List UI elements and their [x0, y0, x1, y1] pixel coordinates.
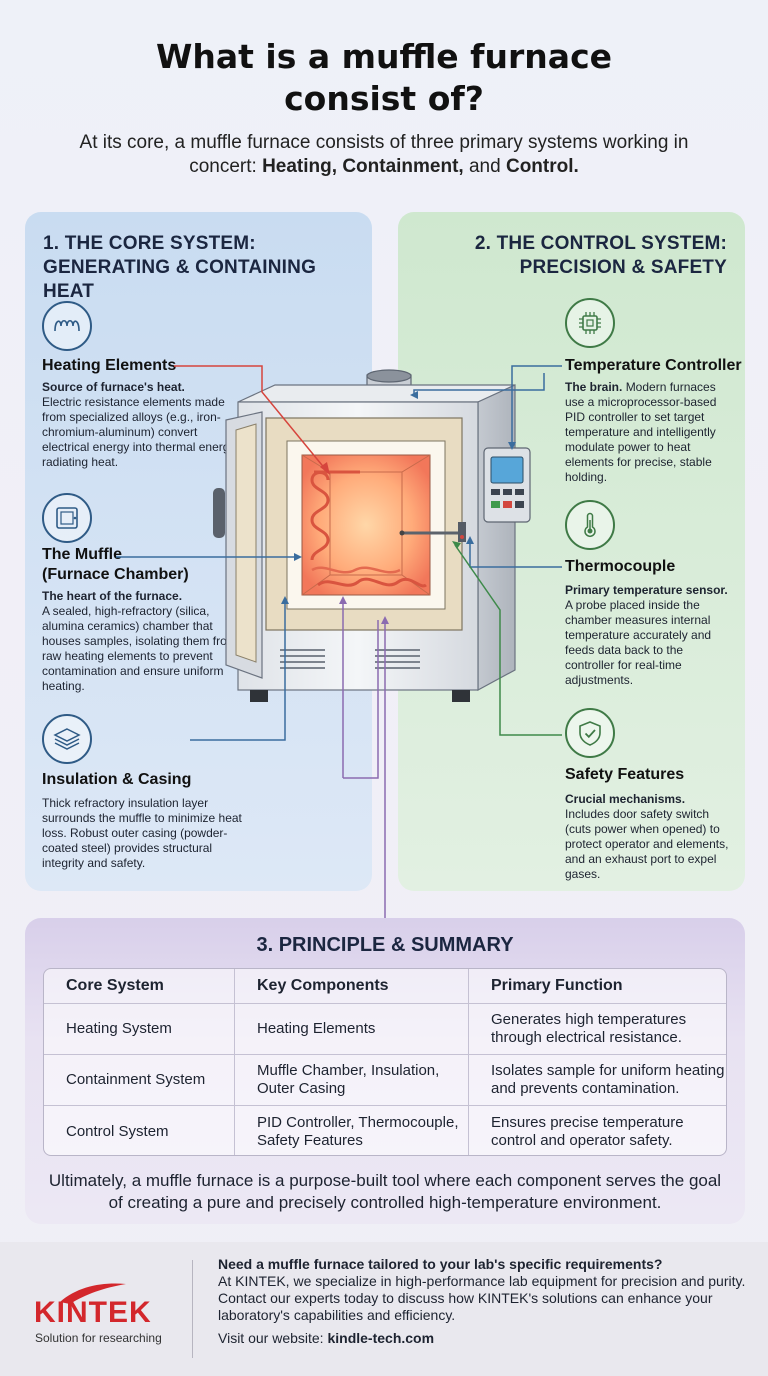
- footer-divider: [192, 1260, 193, 1358]
- muffle-title-line-2: (Furnace Chamber): [42, 566, 189, 583]
- controller-lead: The brain.: [565, 380, 623, 394]
- subtitle-control: Control.: [505, 156, 579, 177]
- layers-icon: [42, 714, 92, 764]
- footer-question: Need a muffle furnace tailored to your l…: [218, 1256, 663, 1272]
- control-heading-line-1: 2. THE CONTROL SYSTEM:: [474, 233, 727, 254]
- control-system-heading: 2. THE CONTROL SYSTEM: PRECISION & SAFET…: [475, 232, 727, 280]
- heating-elements-lead: Source of furnace's heat.: [42, 380, 185, 394]
- table-cell: Generates high temperatures through elec…: [468, 1004, 726, 1054]
- table-cell: Heating Elements: [234, 1004, 468, 1054]
- title-line-2: consist of?: [284, 79, 484, 118]
- heating-elements-text: Electric resistance elements made from s…: [42, 395, 238, 469]
- summary-heading: 3. PRINCIPLE & SUMMARY: [256, 934, 514, 956]
- summary-panel: 3. PRINCIPLE & SUMMARY Core System Key C…: [25, 918, 745, 1224]
- muffle-title-line-1: The Muffle: [42, 546, 122, 563]
- kintek-swoosh-icon: [60, 1283, 126, 1304]
- core-system-heading: 1. THE CORE SYSTEM: GENERATING & CONTAIN…: [43, 232, 372, 304]
- summary-table: Core System Key Components Primary Funct…: [43, 968, 727, 1156]
- visit-label: Visit our website:: [218, 1330, 328, 1346]
- table-cell: Heating System: [66, 1020, 172, 1037]
- heating-elements-title: Heating Elements: [42, 357, 177, 374]
- column-header: Core System: [66, 977, 164, 994]
- table-cell: Ensures precise temperature control and …: [468, 1106, 726, 1155]
- insulation-title: Insulation & Casing: [42, 771, 192, 788]
- table-row: Containment System Muffle Chamber, Insul…: [44, 1054, 726, 1105]
- coil-icon: [42, 301, 92, 351]
- shield-check-icon: [565, 708, 615, 758]
- table-cell: Containment System: [66, 1071, 206, 1088]
- subtitle-intro: At its core, a muffle furnace consists o…: [79, 132, 689, 177]
- footer-description: At KINTEK, we specialize in high-perform…: [218, 1273, 746, 1323]
- thermocouple-title: Thermocouple: [565, 558, 676, 575]
- logo-tagline: Solution for researching: [35, 1331, 162, 1345]
- title-line-1: What is a muffle furnace: [155, 37, 613, 76]
- footer-banner: KINTEK Solution for researching Need a m…: [0, 1242, 768, 1376]
- subtitle-heating: Heating,: [262, 156, 338, 177]
- core-heading-line-2: GENERATING & CONTAINING HEAT: [43, 257, 317, 302]
- kintek-logo: KINTEK: [34, 1296, 152, 1329]
- control-system-panel: 2. THE CONTROL SYSTEM: PRECISION & SAFET…: [398, 212, 745, 891]
- safety-lead: Crucial mechanisms.: [565, 792, 686, 806]
- table-header-row: Core System Key Components Primary Funct…: [44, 969, 726, 1003]
- temperature-controller-title: Temperature Controller: [565, 357, 742, 374]
- insulation-desc: Thick refractory insulation layer surrou…: [42, 796, 242, 870]
- safety-text: Includes door safety switch (cuts power …: [565, 807, 729, 881]
- chip-icon: [565, 298, 615, 348]
- core-heading-line-1: 1. THE CORE SYSTEM:: [43, 233, 256, 254]
- chamber-icon: [42, 493, 92, 543]
- footer-visit: Visit our website: kindle-tech.com: [218, 1330, 748, 1347]
- column-header: Key Components: [234, 969, 468, 1003]
- table-cell: Isolates sample for uniform heating and …: [468, 1055, 726, 1105]
- column-header: Primary Function: [468, 969, 726, 1003]
- temperature-controller-desc: The brain. Modern furnaces use a micropr…: [565, 380, 730, 485]
- summary-conclusion: Ultimately, a muffle furnace is a purpos…: [48, 1171, 722, 1212]
- core-system-panel: 1. THE CORE SYSTEM: GENERATING & CONTAIN…: [25, 212, 372, 891]
- subtitle: At its core, a muffle furnace consists o…: [60, 131, 708, 179]
- muffle-title: The Muffle (Furnace Chamber): [42, 545, 189, 585]
- thermocouple-text: A probe placed inside the chamber measur…: [565, 598, 712, 687]
- table-row: Heating System Heating Elements Generate…: [44, 1003, 726, 1054]
- table-cell: Control System: [66, 1122, 169, 1140]
- thermometer-icon: [565, 500, 615, 550]
- control-heading-line-2: PRECISION & SAFETY: [519, 257, 727, 278]
- muffle-lead: The heart of the furnace.: [42, 589, 183, 603]
- table-cell: PID Controller, Thermocouple, Safety Fea…: [234, 1106, 468, 1155]
- heating-elements-desc: Source of furnace's heat.Electric resist…: [42, 380, 242, 470]
- footer-text: Need a muffle furnace tailored to your l…: [218, 1256, 748, 1347]
- safety-features-title: Safety Features: [565, 766, 685, 783]
- table-row: Control System PID Controller, Thermocou…: [44, 1105, 726, 1155]
- subtitle-and: and: [463, 156, 506, 177]
- controller-text: Modern furnaces use a microprocessor-bas…: [565, 380, 717, 484]
- page-title: What is a muffle furnace consist of?: [0, 36, 768, 120]
- muffle-desc: The heart of the furnace.A sealed, high-…: [42, 589, 247, 694]
- table-cell: Muffle Chamber, Insulation, Outer Casing: [234, 1055, 468, 1105]
- thermocouple-desc: Primary temperature sensor.A probe place…: [565, 583, 730, 688]
- website-link[interactable]: kindle-tech.com: [327, 1330, 435, 1346]
- thermocouple-lead: Primary temperature sensor.: [565, 583, 728, 597]
- subtitle-containment: Containment,: [342, 156, 464, 177]
- safety-features-desc: Crucial mechanisms. Includes door safety…: [565, 792, 733, 882]
- muffle-text: A sealed, high-refractory (silica, alumi…: [42, 604, 237, 693]
